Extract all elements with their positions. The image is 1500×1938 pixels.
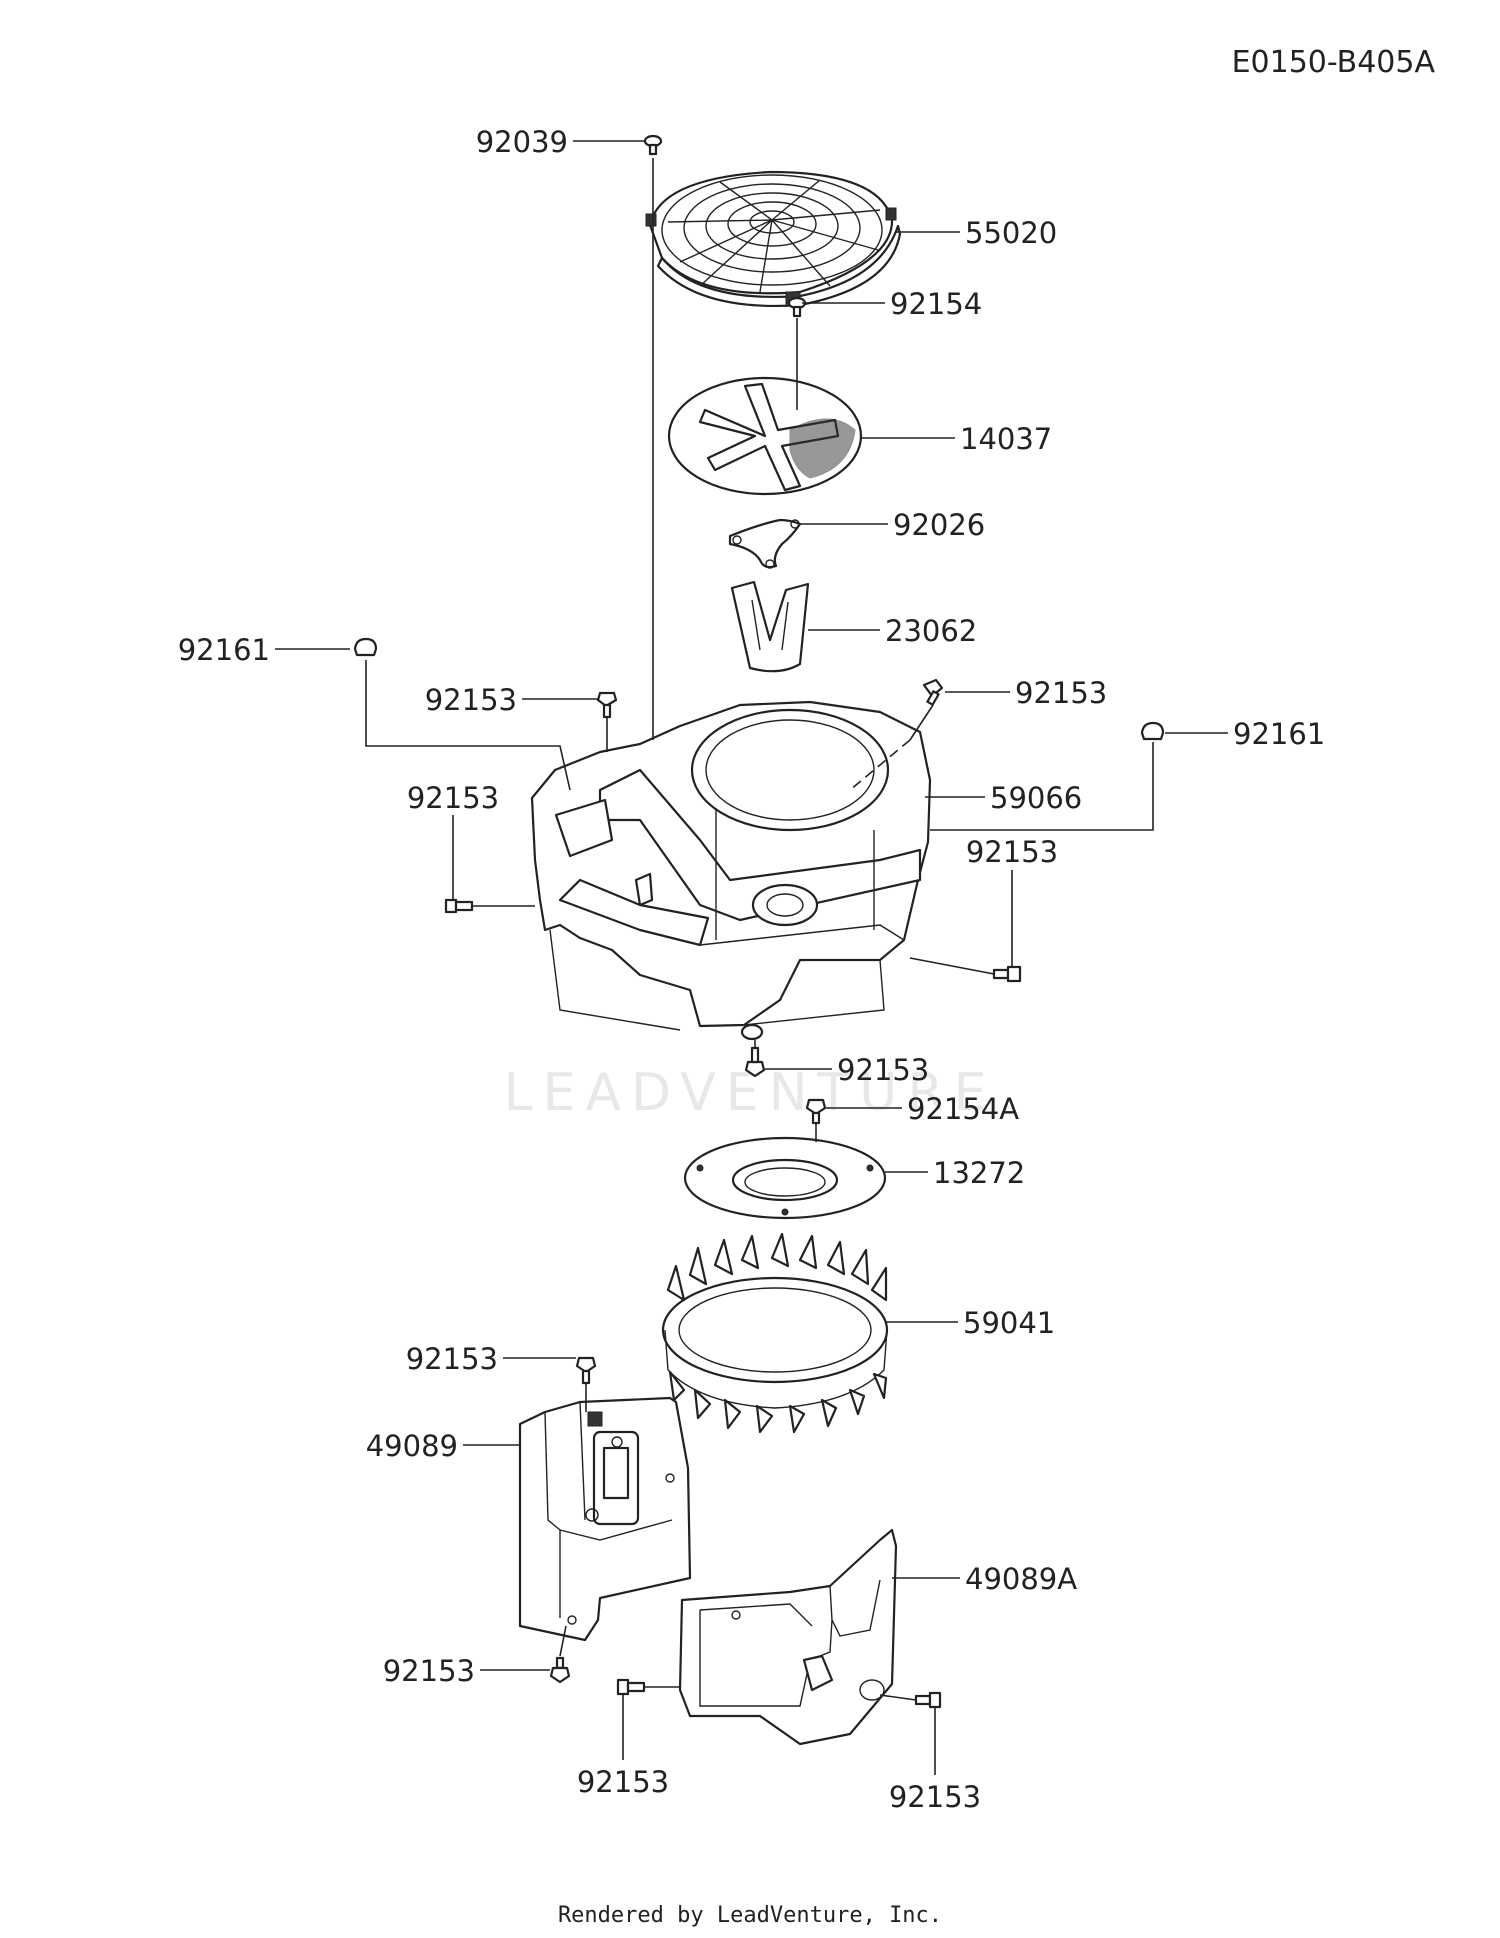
callout-92039: 92039 [476, 125, 568, 159]
callout-49089: 49089 [366, 1429, 458, 1463]
callout-55020: 55020 [965, 216, 1057, 250]
housing-59066[interactable] [530, 700, 932, 1041]
fan-59041[interactable] [661, 1232, 889, 1434]
bracket-23062[interactable] [730, 580, 810, 673]
screw-92039[interactable] [643, 134, 663, 156]
callout-59041: 59041 [963, 1306, 1055, 1340]
diagram-code: E0150-B405A [1232, 45, 1436, 80]
callout-92153-right: 92153 [966, 835, 1058, 869]
screw-92154[interactable] [787, 296, 807, 318]
bolt-92153-right[interactable] [992, 965, 1022, 983]
screen-55020[interactable] [645, 170, 902, 307]
shroud-49089A[interactable] [678, 1528, 898, 1746]
bolt-92153-lower-left[interactable] [616, 1678, 646, 1696]
shroud-49089[interactable] [518, 1396, 692, 1642]
callout-14037: 14037 [960, 422, 1052, 456]
callout-92153-top: 92153 [425, 683, 517, 717]
bolt-92153-shroud-top[interactable] [575, 1356, 597, 1385]
plate-13272[interactable] [683, 1136, 887, 1220]
cap-92161-right[interactable] [1140, 721, 1165, 741]
leader-lines [275, 140, 1228, 1775]
callout-92153-lower-right: 92153 [889, 1780, 981, 1814]
callout-13272: 13272 [933, 1156, 1025, 1190]
callout-23062: 23062 [885, 614, 977, 648]
callout-92153-top-right: 92153 [1015, 676, 1107, 710]
callout-92153-bottom: 92153 [837, 1053, 929, 1087]
callout-92153-shroud-top: 92153 [406, 1342, 498, 1376]
watermark: LEADVENTURE [504, 1063, 997, 1123]
callout-92161-right: 92161 [1233, 717, 1325, 751]
spring-92026[interactable] [728, 518, 802, 569]
bolt-92153-top[interactable] [596, 691, 618, 719]
cap-92161-left[interactable] [353, 637, 378, 657]
callout-92154: 92154 [890, 287, 982, 321]
callout-92153-left: 92153 [407, 781, 499, 815]
callout-92153-shroud-bottom: 92153 [383, 1654, 475, 1688]
callout-92026: 92026 [893, 508, 985, 542]
bolt-92153-shroud-bottom[interactable] [549, 1656, 571, 1684]
screw-92154A[interactable] [805, 1098, 827, 1125]
bolt-92153-top-right[interactable] [922, 678, 944, 706]
callout-92153-lower-left: 92153 [577, 1765, 669, 1799]
callout-59066: 59066 [990, 781, 1082, 815]
callout-49089A: 49089A [965, 1562, 1077, 1596]
callout-92154A: 92154A [907, 1092, 1019, 1126]
bolt-92153-bottom[interactable] [744, 1046, 766, 1078]
footer-credit: Rendered by LeadVenture, Inc. [558, 1903, 942, 1928]
callout-92161-left: 92161 [178, 633, 270, 667]
bolt-92153-left[interactable] [444, 898, 474, 914]
plate-14037[interactable] [667, 376, 863, 496]
bolt-92153-lower-right[interactable] [914, 1691, 942, 1709]
